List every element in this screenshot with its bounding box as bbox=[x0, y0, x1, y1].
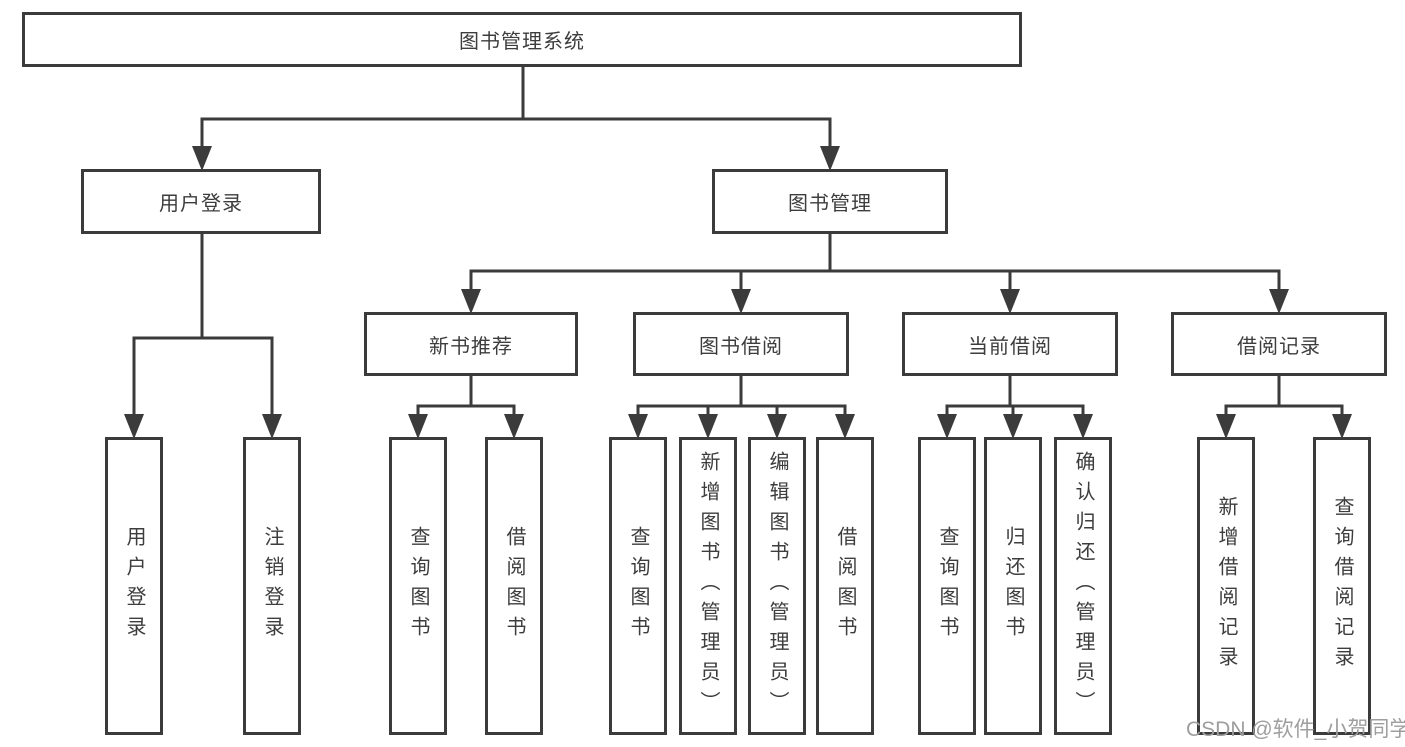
leaf-return-books-label: 归还图书 bbox=[1002, 526, 1024, 646]
node-user-login: 用户登录 bbox=[81, 169, 321, 234]
connector-group bbox=[124, 66, 1352, 439]
node-new-book-recommendation: 新书推荐 bbox=[364, 312, 578, 376]
leaf-return-books: 归还图书 bbox=[984, 437, 1042, 735]
leaf-user-login-label: 用户登录 bbox=[123, 526, 145, 646]
node-borrowing-records: 借阅记录 bbox=[1171, 312, 1387, 376]
csdn-watermark: CSDN @软件_小贺同学 bbox=[1186, 718, 1405, 741]
leaf-add-books-admin: 新增图书（管理员） bbox=[679, 437, 737, 735]
leaf-confirm-return-admin-label: 确认归还（管理员） bbox=[1072, 451, 1094, 721]
leaf-confirm-return-admin: 确认归还（管理员） bbox=[1054, 437, 1112, 735]
leaf-borrow-books-label: 借阅图书 bbox=[834, 526, 856, 646]
node-book-management: 图书管理 bbox=[712, 169, 948, 234]
leaf-edit-books-admin-label: 编辑图书（管理员） bbox=[766, 451, 788, 721]
leaf-query-borrow-record-label: 查询借阅记录 bbox=[1331, 496, 1353, 676]
leaf-add-borrow-record: 新增借阅记录 bbox=[1197, 437, 1255, 735]
leaf-user-login: 用户登录 bbox=[105, 437, 163, 735]
leaf-logout-label: 注销登录 bbox=[261, 526, 283, 646]
node-current-borrowing: 当前借阅 bbox=[902, 312, 1118, 376]
leaf-logout: 注销登录 bbox=[243, 437, 301, 735]
leaf-query-borrow-record: 查询借阅记录 bbox=[1313, 437, 1371, 735]
leaf-recommend-borrow-books-label: 借阅图书 bbox=[503, 526, 525, 646]
leaf-borrow-query-books: 查询图书 bbox=[609, 437, 667, 735]
leaf-recommend-query-books-label: 查询图书 bbox=[407, 526, 429, 646]
leaf-edit-books-admin: 编辑图书（管理员） bbox=[748, 437, 806, 735]
node-library-management-system: 图书管理系统 bbox=[22, 12, 1022, 67]
leaf-borrow-books: 借阅图书 bbox=[816, 437, 874, 735]
leaf-recommend-query-books: 查询图书 bbox=[389, 437, 447, 735]
leaf-add-borrow-record-label: 新增借阅记录 bbox=[1215, 496, 1237, 676]
leaf-current-query-books: 查询图书 bbox=[918, 437, 976, 735]
leaf-add-books-admin-label: 新增图书（管理员） bbox=[697, 451, 719, 721]
leaf-current-query-books-label: 查询图书 bbox=[936, 526, 958, 646]
node-book-borrowing: 图书借阅 bbox=[633, 312, 849, 376]
leaf-borrow-query-books-label: 查询图书 bbox=[627, 526, 649, 646]
leaf-recommend-borrow-books: 借阅图书 bbox=[485, 437, 543, 735]
